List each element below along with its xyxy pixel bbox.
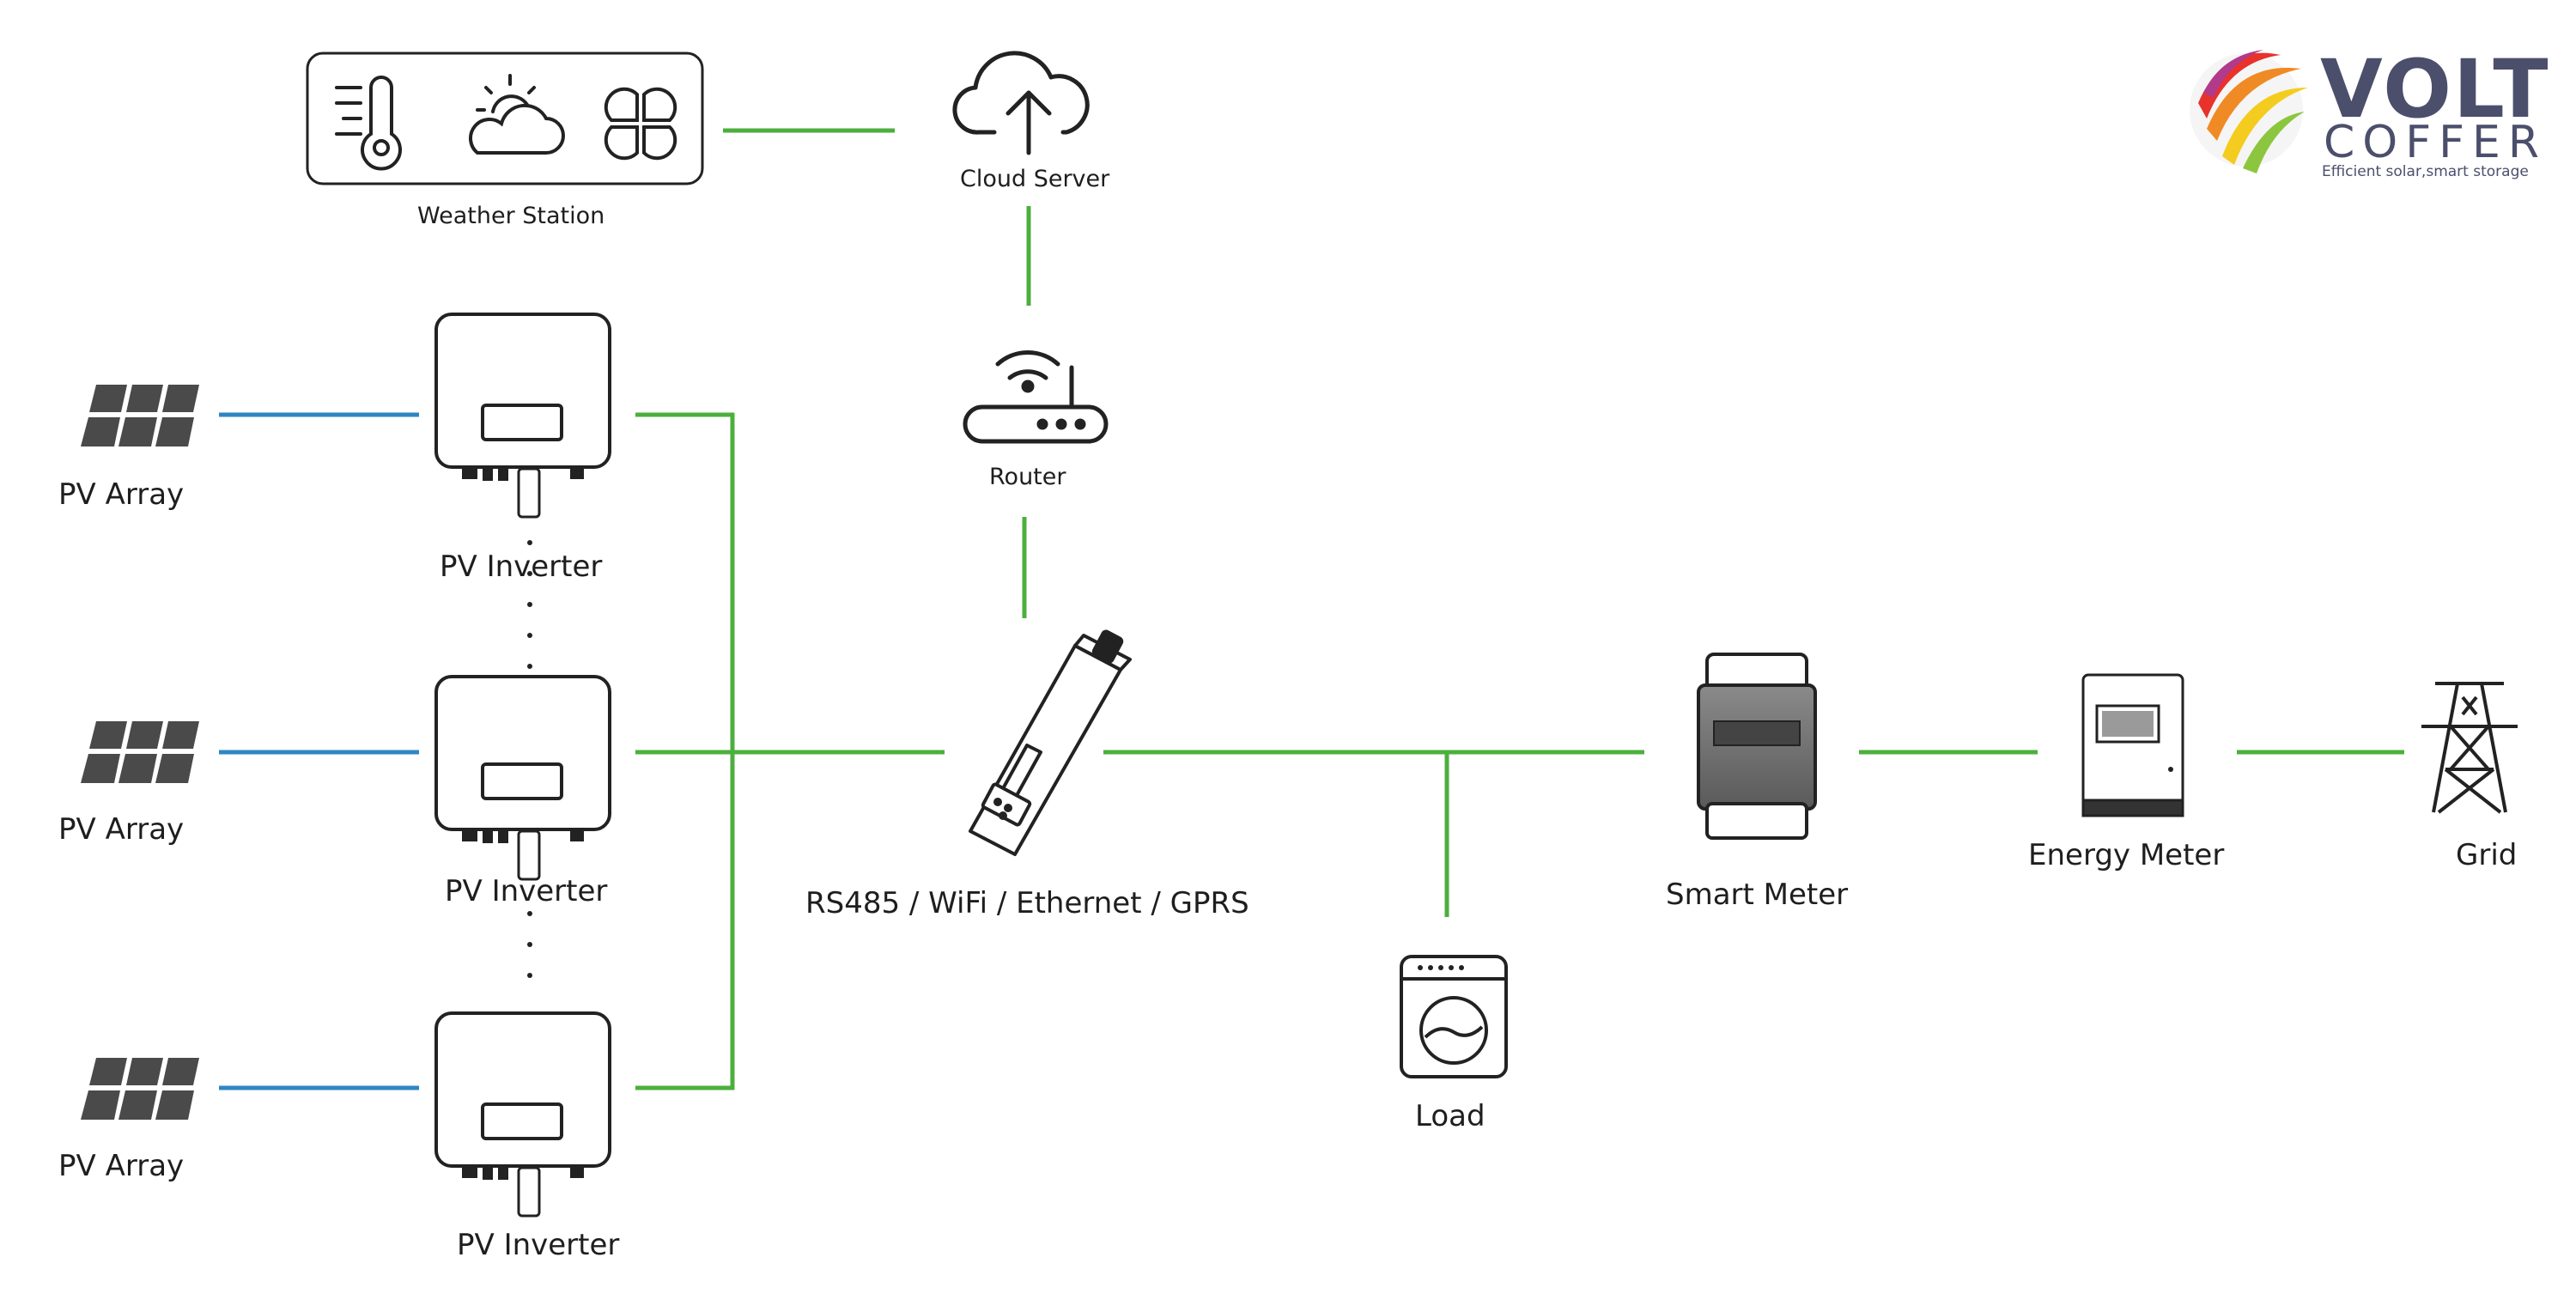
brand-name-coffer: COFFER: [2324, 117, 2548, 168]
dc-connections: [219, 412, 419, 1090]
cloud-upload-icon: [952, 51, 1090, 155]
comm-connections: [635, 128, 2404, 1090]
load-label: Load: [1415, 1099, 1485, 1133]
inverter-continuation-dots: [527, 540, 532, 978]
energy-meter-icon: [2081, 673, 2184, 817]
router-label: Router: [989, 464, 1066, 490]
pv-inverter-3-label: PV Inverter: [457, 1228, 620, 1262]
inverter-icon: [434, 1011, 611, 1218]
dot: [527, 571, 532, 576]
dot: [527, 633, 532, 638]
dot: [527, 602, 532, 607]
transmission-tower-icon: [2421, 682, 2518, 814]
smart-meter-icon: [1697, 653, 1817, 840]
fan-icon: [604, 87, 677, 161]
inverter-icon: [434, 675, 611, 881]
inverter-icon: [434, 313, 611, 519]
weather-station-label: Weather Station: [417, 203, 605, 229]
pv-array-2-label: PV Array: [58, 812, 185, 847]
thermometer-icon: [335, 76, 402, 171]
solar-panel-icon: [81, 721, 199, 783]
weather-station: [306, 52, 704, 185]
grid-label: Grid: [2456, 838, 2518, 872]
brand-name-volt: VOLT: [2320, 43, 2550, 137]
smart-meter-label: Smart Meter: [1666, 878, 1849, 912]
brand-tagline: Efficient solar,smart storage: [2322, 163, 2529, 180]
dot: [527, 942, 532, 947]
pv-inverter-1-label: PV Inverter: [440, 550, 603, 584]
datalogger-stick-icon: [969, 629, 1132, 856]
solar-panel-icon: [81, 1058, 199, 1120]
pv-inverter-2-label: PV Inverter: [445, 874, 608, 908]
dot: [527, 911, 532, 916]
dot: [527, 664, 532, 669]
energy-meter-label: Energy Meter: [2028, 838, 2225, 872]
wifi-router-icon: [963, 350, 1109, 444]
pv-array-3-label: PV Array: [58, 1149, 185, 1183]
dot: [527, 973, 532, 978]
solar-panel-icon: [81, 385, 199, 446]
washing-machine-icon: [1400, 955, 1508, 1078]
datalogger-label: RS485 / WiFi / Ethernet / GPRS: [805, 886, 1249, 920]
cloud-server-label: Cloud Server: [960, 166, 1110, 192]
brand-logo-mark: [2190, 50, 2308, 173]
sun-cloud-icon: [468, 74, 565, 155]
dot: [527, 540, 532, 545]
pv-array-1-label: PV Array: [58, 477, 185, 512]
